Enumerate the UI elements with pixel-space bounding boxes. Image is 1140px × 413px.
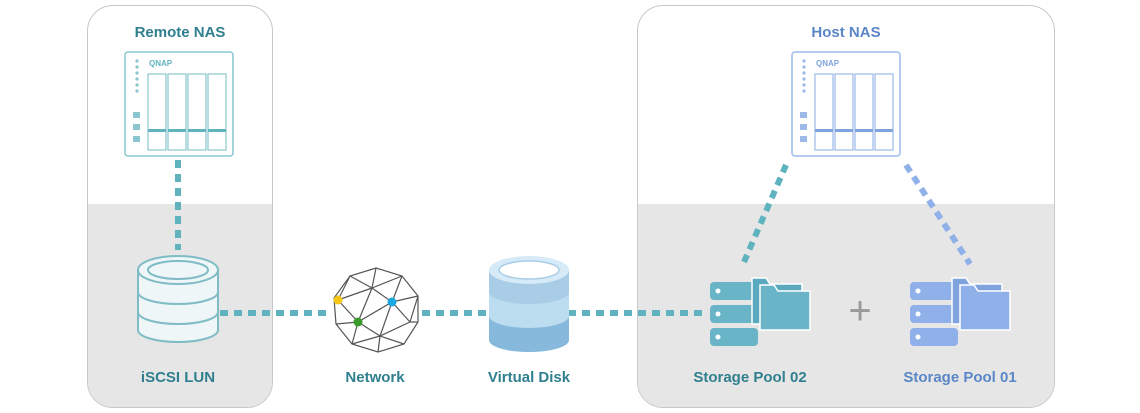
remote-nas-title: Remote NAS (134, 24, 226, 41)
connector-host-to-pool-02 (741, 163, 789, 264)
host-nas-device-icon: QNAP (791, 51, 901, 157)
network-label: Network (345, 369, 405, 386)
storage-pool-02-icon (710, 277, 811, 346)
storage-pool-01-label: Storage Pool 01 (903, 369, 1017, 386)
storage-pool-02-label: Storage Pool 02 (693, 369, 807, 386)
iscsi-lun-label: iSCSI LUN (140, 369, 216, 386)
network-globe-icon (333, 267, 419, 353)
storage-pool-01-icon (910, 277, 1011, 346)
host-nas-brand: QNAP (816, 59, 840, 68)
plus-icon: + (848, 289, 871, 333)
connector-host-to-pool-01 (903, 163, 973, 266)
virtual-disk-label: Virtual Disk (487, 369, 571, 386)
iscsi-lun-database-icon (137, 255, 219, 343)
remote-nas-device-icon: QNAP (124, 51, 234, 157)
host-nas-title: Host NAS (811, 24, 881, 41)
virtual-disk-icon (489, 256, 569, 352)
remote-nas-brand: QNAP (149, 59, 173, 68)
